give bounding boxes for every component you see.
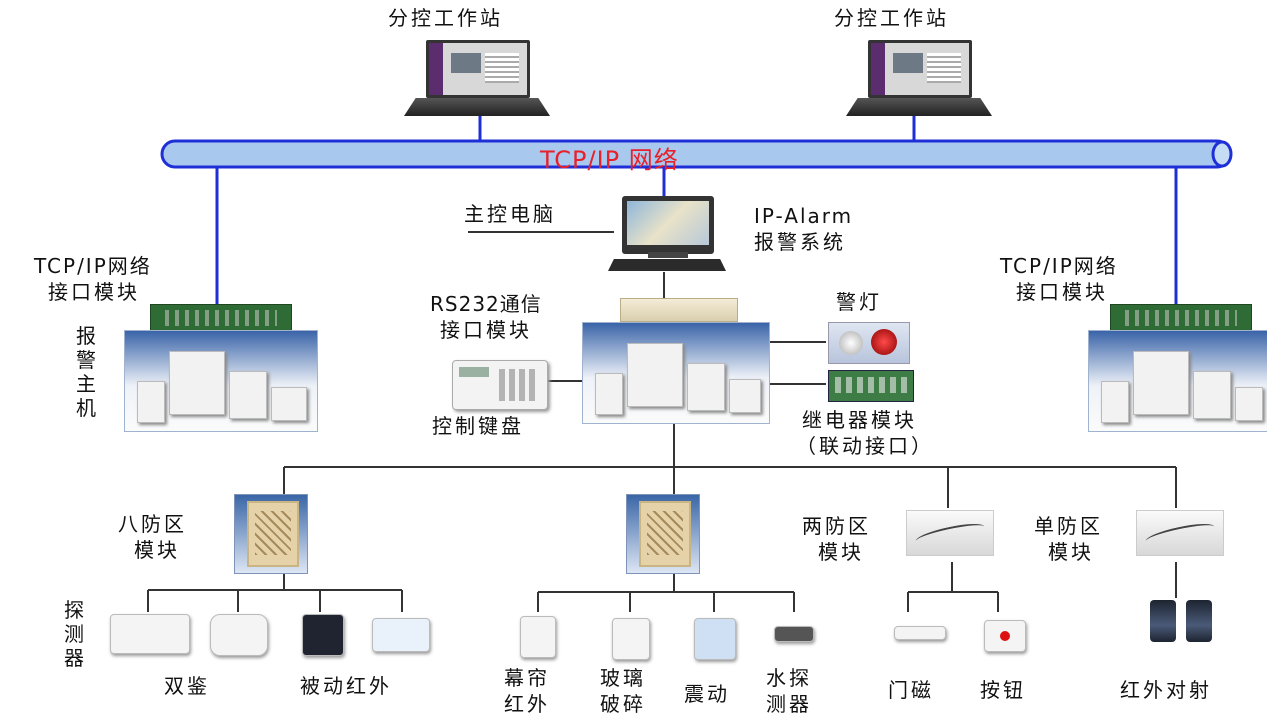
- left-net-module-label-line1: TCP/IP网络: [34, 254, 152, 278]
- relay-module-image: [828, 370, 914, 402]
- single-zone-label-line1: 单防区: [1034, 514, 1103, 538]
- water-detector-image: [774, 626, 814, 642]
- vibration-detector-image: [694, 618, 736, 660]
- right-network-module-board: [1110, 304, 1252, 332]
- detector-label: 探测器: [64, 598, 84, 670]
- left-alarm-host-image: [124, 330, 318, 432]
- pir-label: 被动红外: [300, 674, 392, 698]
- two-zone-label-line2: 模块: [818, 540, 864, 564]
- center-alarm-host-image: [582, 322, 770, 424]
- dual-detector-image-2: [210, 614, 268, 656]
- door-contact-image: [894, 626, 946, 640]
- pir-detector-image: [302, 614, 344, 656]
- workstation-label-left: 分控工作站: [388, 6, 503, 30]
- panic-button-image: [984, 620, 1026, 652]
- rs232-module-image: [620, 298, 738, 322]
- curtain-ir-label-line2: 红外: [504, 692, 550, 716]
- ir-beam-receiver-image: [1186, 600, 1212, 642]
- main-pc-label: 主控电脑: [464, 202, 556, 226]
- ir-beam-label: 红外对射: [1120, 678, 1212, 702]
- door-contact-label: 门磁: [888, 678, 934, 702]
- curtain-ir-image: [520, 616, 556, 658]
- alarm-host-label: 报警主机: [76, 324, 96, 420]
- vibration-label: 震动: [684, 682, 730, 706]
- eight-zone-module-image-center: [626, 494, 700, 574]
- rs232-label-line2: 接口模块: [440, 318, 532, 342]
- workstation-laptop-right: [846, 40, 992, 118]
- keypad-label: 控制键盘: [432, 414, 524, 438]
- ir-beam-emitter-image: [1150, 600, 1176, 642]
- glass-break-label-line1: 玻璃: [600, 666, 646, 690]
- left-net-module-label-line2: 接口模块: [48, 280, 140, 304]
- warning-light-image: [828, 322, 910, 364]
- dual-detector-image: [110, 614, 190, 654]
- single-zone-module-image: [1136, 510, 1224, 556]
- eight-zone-module-image: [234, 494, 308, 574]
- control-keypad-image: [452, 360, 548, 410]
- water-detector-label-line1: 水探: [766, 666, 812, 690]
- alarm-system-label: 报警系统: [754, 230, 846, 254]
- glass-break-label-line2: 破碎: [600, 692, 646, 716]
- water-detector-label-line2: 测器: [766, 692, 812, 716]
- relay-label-line2: （联动接口）: [796, 434, 934, 458]
- ip-alarm-label: IP-Alarm: [754, 204, 854, 228]
- eight-zone-label-line2: 模块: [134, 538, 180, 562]
- eight-zone-label-line1: 八防区: [118, 512, 187, 536]
- main-pc-icon: [608, 196, 726, 272]
- pir-detector-image-2: [372, 618, 430, 652]
- dual-detector-label: 双鉴: [164, 674, 210, 698]
- panic-button-red-dot: [1000, 631, 1010, 641]
- right-alarm-host-image: [1088, 330, 1267, 432]
- two-zone-module-image: [906, 510, 994, 556]
- workstation-label-right: 分控工作站: [834, 6, 949, 30]
- workstation-laptop-left: [404, 40, 550, 118]
- curtain-ir-label-line1: 幕帘: [504, 666, 550, 690]
- two-zone-label-line1: 两防区: [802, 514, 871, 538]
- right-net-module-label-line1: TCP/IP网络: [1000, 254, 1118, 278]
- rs232-label-line1: RS232通信: [430, 292, 542, 316]
- right-net-module-label-line2: 接口模块: [1016, 280, 1108, 304]
- glass-break-image: [612, 618, 650, 660]
- network-bus: [160, 139, 1233, 169]
- left-network-module-board: [150, 304, 292, 332]
- single-zone-label-line2: 模块: [1048, 540, 1094, 564]
- panic-button-label: 按钮: [980, 678, 1026, 702]
- network-bus-label: TCP/IP 网络: [540, 146, 679, 174]
- relay-label-line1: 继电器模块: [802, 408, 917, 432]
- warning-light-label: 警灯: [836, 290, 882, 314]
